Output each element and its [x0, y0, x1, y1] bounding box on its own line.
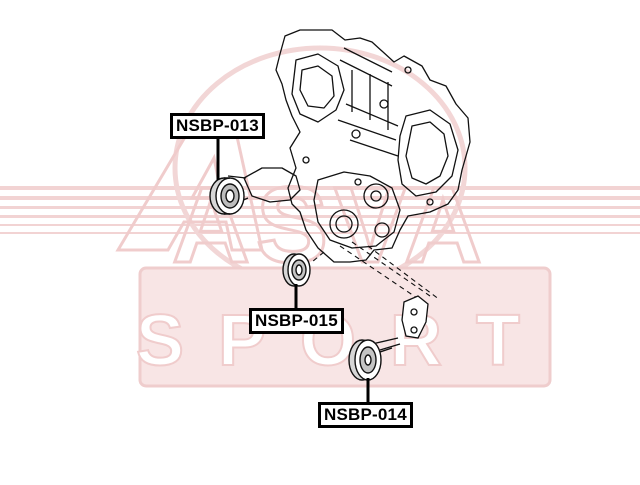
bolt-hole — [354, 178, 362, 186]
tensioner-bracket — [243, 167, 301, 203]
pulley-nsbp-015 — [282, 253, 311, 287]
cover-inner-right-2 — [405, 121, 449, 185]
pulley-nsbp-014 — [348, 339, 393, 381]
cover-inner-right — [397, 109, 459, 197]
engine-cover-drawing — [227, 29, 471, 263]
label-leaders — [216, 138, 370, 402]
cover-inner-left-2 — [299, 65, 335, 109]
dashed-leader — [351, 241, 431, 297]
dashed-leader — [311, 251, 325, 263]
cover-center-ribs — [337, 47, 399, 157]
crank-pulley-inner — [335, 215, 353, 233]
watermark-plate — [138, 266, 552, 388]
watermark-logo: ASVA SPORT — [0, 45, 640, 388]
crank-pulley-outer — [329, 209, 359, 239]
bolt-hole — [379, 99, 389, 109]
dashed-leader — [367, 245, 441, 301]
bolt-hole — [302, 156, 310, 164]
bolt-hole — [351, 129, 361, 139]
cover-inner-left — [291, 53, 345, 123]
label-nsbp-013: NSBP-013 — [170, 113, 265, 139]
cover-outline — [275, 29, 471, 263]
bolt-hole — [426, 198, 434, 206]
label-nsbp-014: NSBP-014 — [318, 402, 413, 428]
idler-mount-boss — [374, 222, 390, 238]
watermark-brand-bottom: SPORT — [136, 301, 554, 381]
water-pump-hub — [370, 190, 382, 202]
label-nsbp-015: NSBP-015 — [249, 308, 344, 334]
dashed-leader — [339, 245, 421, 301]
dashed-leaders — [311, 241, 441, 301]
idler-bracket — [371, 295, 429, 351]
bolt-hole — [404, 66, 412, 74]
water-pump-boss — [363, 183, 389, 209]
pulley-nsbp-013 — [209, 177, 245, 215]
cover-lower-section — [313, 171, 401, 249]
